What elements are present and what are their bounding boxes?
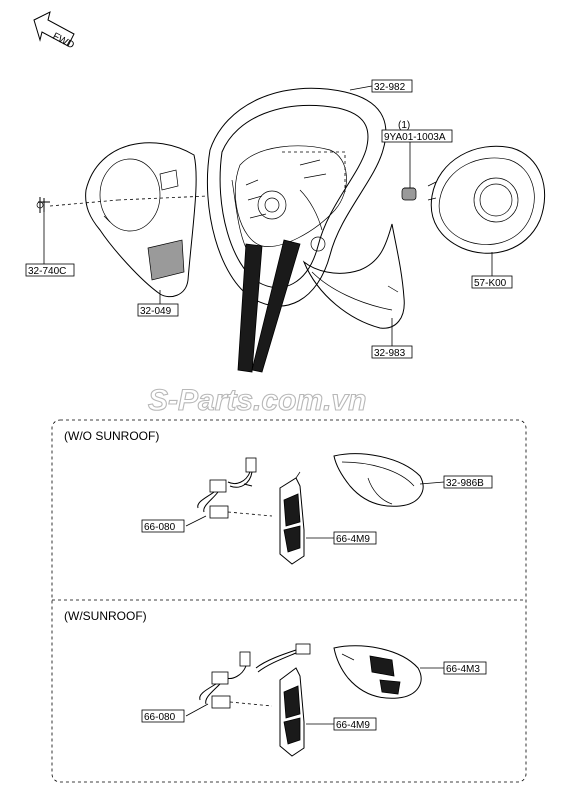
cover-switch-drawing-66-4m3 [333,645,422,699]
airbag-module-drawing [427,145,546,254]
svg-text:66-080: 66-080 [144,522,176,533]
lower-cover-drawing [85,142,197,298]
label-9ya01-1003a: 9YA01-1003A [381,129,453,143]
svg-text:32-986B: 32-986B [446,478,484,489]
harness-drawing-wo-sunroof [197,457,273,519]
svg-text:66-4M9: 66-4M9 [336,720,370,731]
label-32-740c: 32-740C [25,263,75,277]
switch-drawing-wo-sunroof [279,471,305,565]
harness-drawing-w-sunroof [199,643,311,709]
bolt-drawing [36,197,50,213]
label-32-982: 32-982 [371,79,413,93]
label-66-080-w-sunroof: 66-080 [141,709,185,723]
label-66-4m3: 66-4M3 [443,661,487,675]
fwd-label: FWD [51,31,76,51]
label-32-983: 32-983 [371,345,413,359]
label-57-k00: 57-K00 [471,275,513,289]
fwd-arrow-icon: FWD [33,11,76,51]
svg-text:9YA01-1003A: 9YA01-1003A [384,132,446,143]
svg-text:32-983: 32-983 [374,348,406,359]
watermark: S-Parts.com.vn [148,384,366,417]
section-title-wo-sunroof: (W/O SUNROOF) [64,429,159,443]
svg-text:57-K00: 57-K00 [474,278,507,289]
label-66-4m9-w-sunroof: 66-4M9 [333,717,377,731]
side-cover-drawing [302,223,405,329]
variant-box [51,419,527,783]
label-32-986b: 32-986B [443,475,493,489]
switch-drawing-w-sunroof [279,667,305,757]
svg-text:66-4M9: 66-4M9 [336,534,370,545]
svg-text:66-080: 66-080 [144,712,176,723]
label-32-049: 32-049 [137,303,179,317]
svg-text:32-740C: 32-740C [28,266,66,277]
svg-text:66-4M3: 66-4M3 [446,664,480,675]
steering-wheel-drawing [206,87,387,373]
label-66-080-wo-sunroof: 66-080 [141,519,185,533]
section-title-w-sunroof: (W/SUNROOF) [64,609,147,623]
inflator-bolt-drawing [401,187,417,201]
svg-text:32-982: 32-982 [374,82,406,93]
cover-drawing-32-986b [333,453,424,507]
label-inflator-note: (1) [398,120,410,131]
svg-text:32-049: 32-049 [140,306,172,317]
label-66-4m9-wo-sunroof: 66-4M9 [333,531,377,545]
